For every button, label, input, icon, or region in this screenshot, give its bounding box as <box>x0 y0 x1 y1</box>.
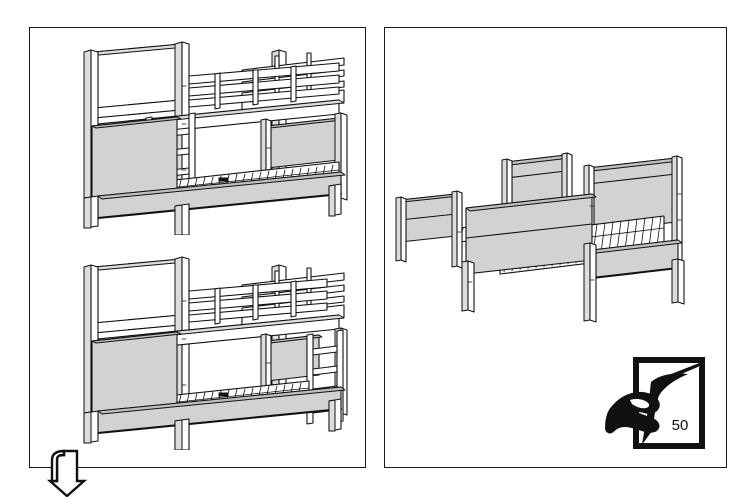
page-number-label: 50 <box>672 417 689 434</box>
two-single-beds <box>388 150 724 350</box>
bunk-bed-ladder-end <box>39 245 359 450</box>
turn-to-page-icon: 50 <box>596 348 718 456</box>
turn-page-arrow <box>41 447 91 497</box>
bunk-bed-ladder-center <box>39 30 359 235</box>
